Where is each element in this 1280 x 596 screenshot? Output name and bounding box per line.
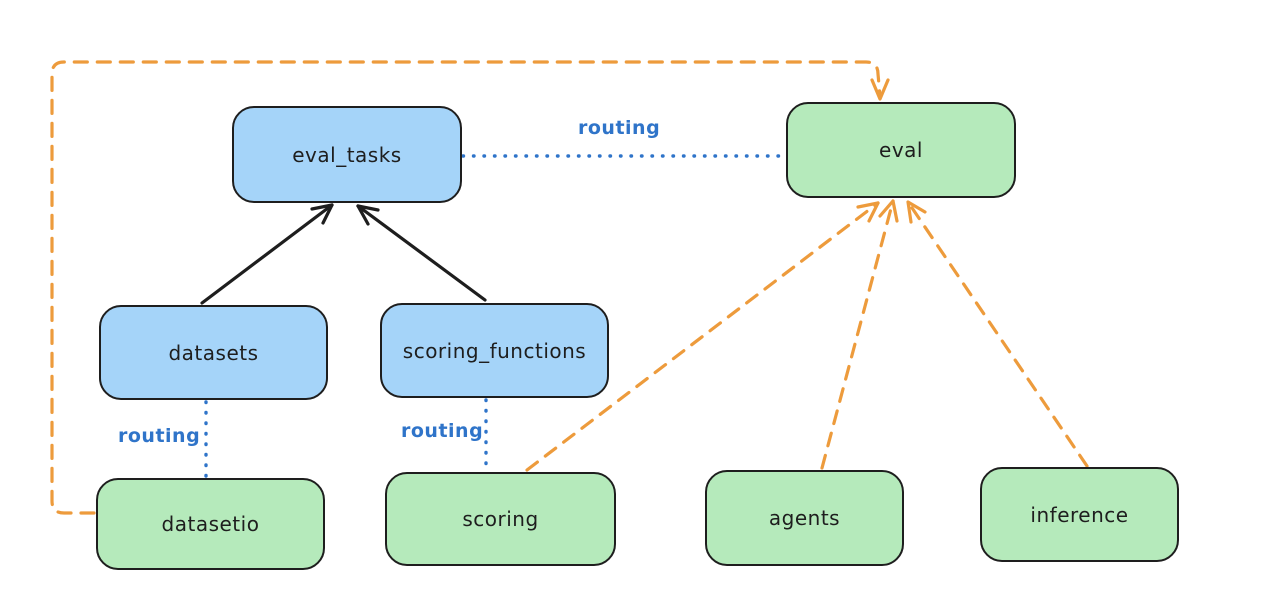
routing-label-datasets-datasetio: routing <box>118 425 201 447</box>
node-datasetio-label: datasetio <box>161 512 260 536</box>
arrow-agents-to-eval <box>820 199 899 470</box>
routing-label-scoring-functions-scoring: routing <box>401 420 484 442</box>
node-agents: agents <box>705 470 904 566</box>
node-eval-label: eval <box>879 138 923 162</box>
node-scoring-functions-label: scoring_functions <box>402 338 587 363</box>
node-datasets-label: datasets <box>168 340 259 365</box>
node-agents-label: agents <box>768 506 841 530</box>
node-scoring-functions: scoring_functions <box>380 303 609 398</box>
node-inference-label: inference <box>1030 502 1129 527</box>
node-eval-tasks: eval_tasks <box>232 106 462 203</box>
node-datasetio: datasetio <box>96 478 325 570</box>
node-inference: inference <box>980 467 1179 562</box>
node-datasets: datasets <box>99 305 328 400</box>
node-scoring: scoring <box>385 472 616 566</box>
arrow-inference-to-eval <box>906 200 1089 468</box>
arrow-datasets-to-eval-tasks <box>200 203 334 305</box>
arrow-scoring-functions-to-eval-tasks <box>356 204 487 302</box>
node-eval: eval <box>786 102 1016 198</box>
node-scoring-label: scoring <box>462 507 539 531</box>
routing-label-eval-tasks-eval: routing <box>578 117 661 139</box>
node-eval-tasks-label: eval_tasks <box>292 142 402 167</box>
